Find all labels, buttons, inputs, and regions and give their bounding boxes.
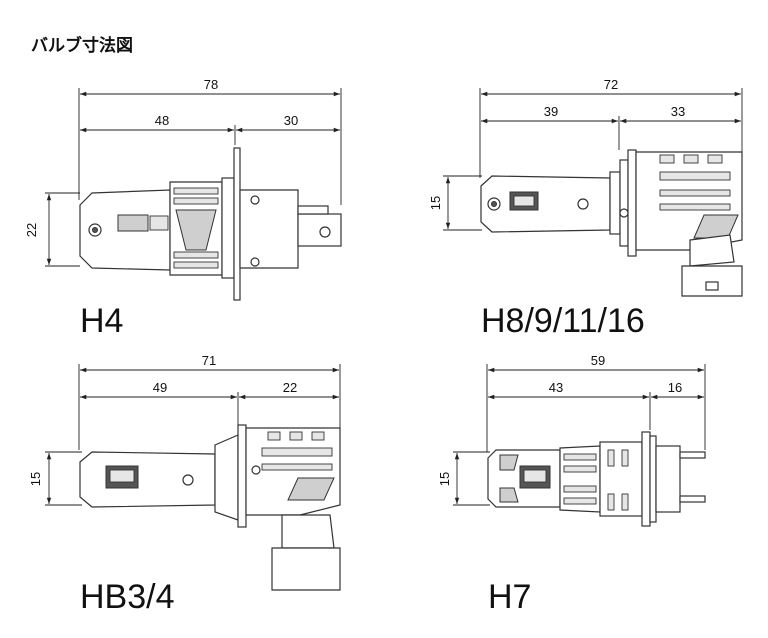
h7-bulb-drawing	[487, 431, 706, 527]
bulb-h4: 78 48 30 22 H4	[24, 77, 342, 340]
bulb-hb3-4: 71 49 22 15 HB3/4	[28, 353, 341, 616]
h7-base-length: 16	[668, 380, 682, 395]
hb3-model-label: HB3/4	[80, 578, 175, 616]
h7-head-length: 43	[549, 380, 563, 395]
hb3-height: 15	[28, 472, 43, 486]
h7-model-label: H7	[488, 578, 531, 616]
bulb-h7: 59 43 16 15	[437, 353, 706, 616]
hb3-total-length: 71	[202, 353, 216, 368]
h4-height: 22	[24, 223, 39, 237]
h4-total-length: 78	[204, 77, 218, 92]
bulb-h8-9-11-16: 72 39 33 15	[428, 77, 743, 340]
h8-bulb-drawing	[480, 149, 743, 297]
hb3-head-length: 49	[153, 380, 167, 395]
h4-model-label: H4	[80, 302, 123, 340]
h4-bulb-drawing	[79, 147, 342, 301]
h8-base-length: 33	[671, 104, 685, 119]
hb3-bulb-drawing	[79, 424, 341, 591]
h8-total-length: 72	[604, 77, 618, 92]
hb3-base-length: 22	[283, 380, 297, 395]
h8-height: 15	[428, 196, 443, 210]
h7-height: 15	[437, 472, 452, 486]
h4-head-length: 48	[155, 113, 169, 128]
h7-total-length: 59	[591, 353, 605, 368]
h4-base-length: 30	[284, 113, 298, 128]
h8-model-label: H8/9/11/16	[481, 302, 645, 340]
h8-head-length: 39	[544, 104, 558, 119]
page-title: バルブ寸法図	[31, 36, 133, 56]
